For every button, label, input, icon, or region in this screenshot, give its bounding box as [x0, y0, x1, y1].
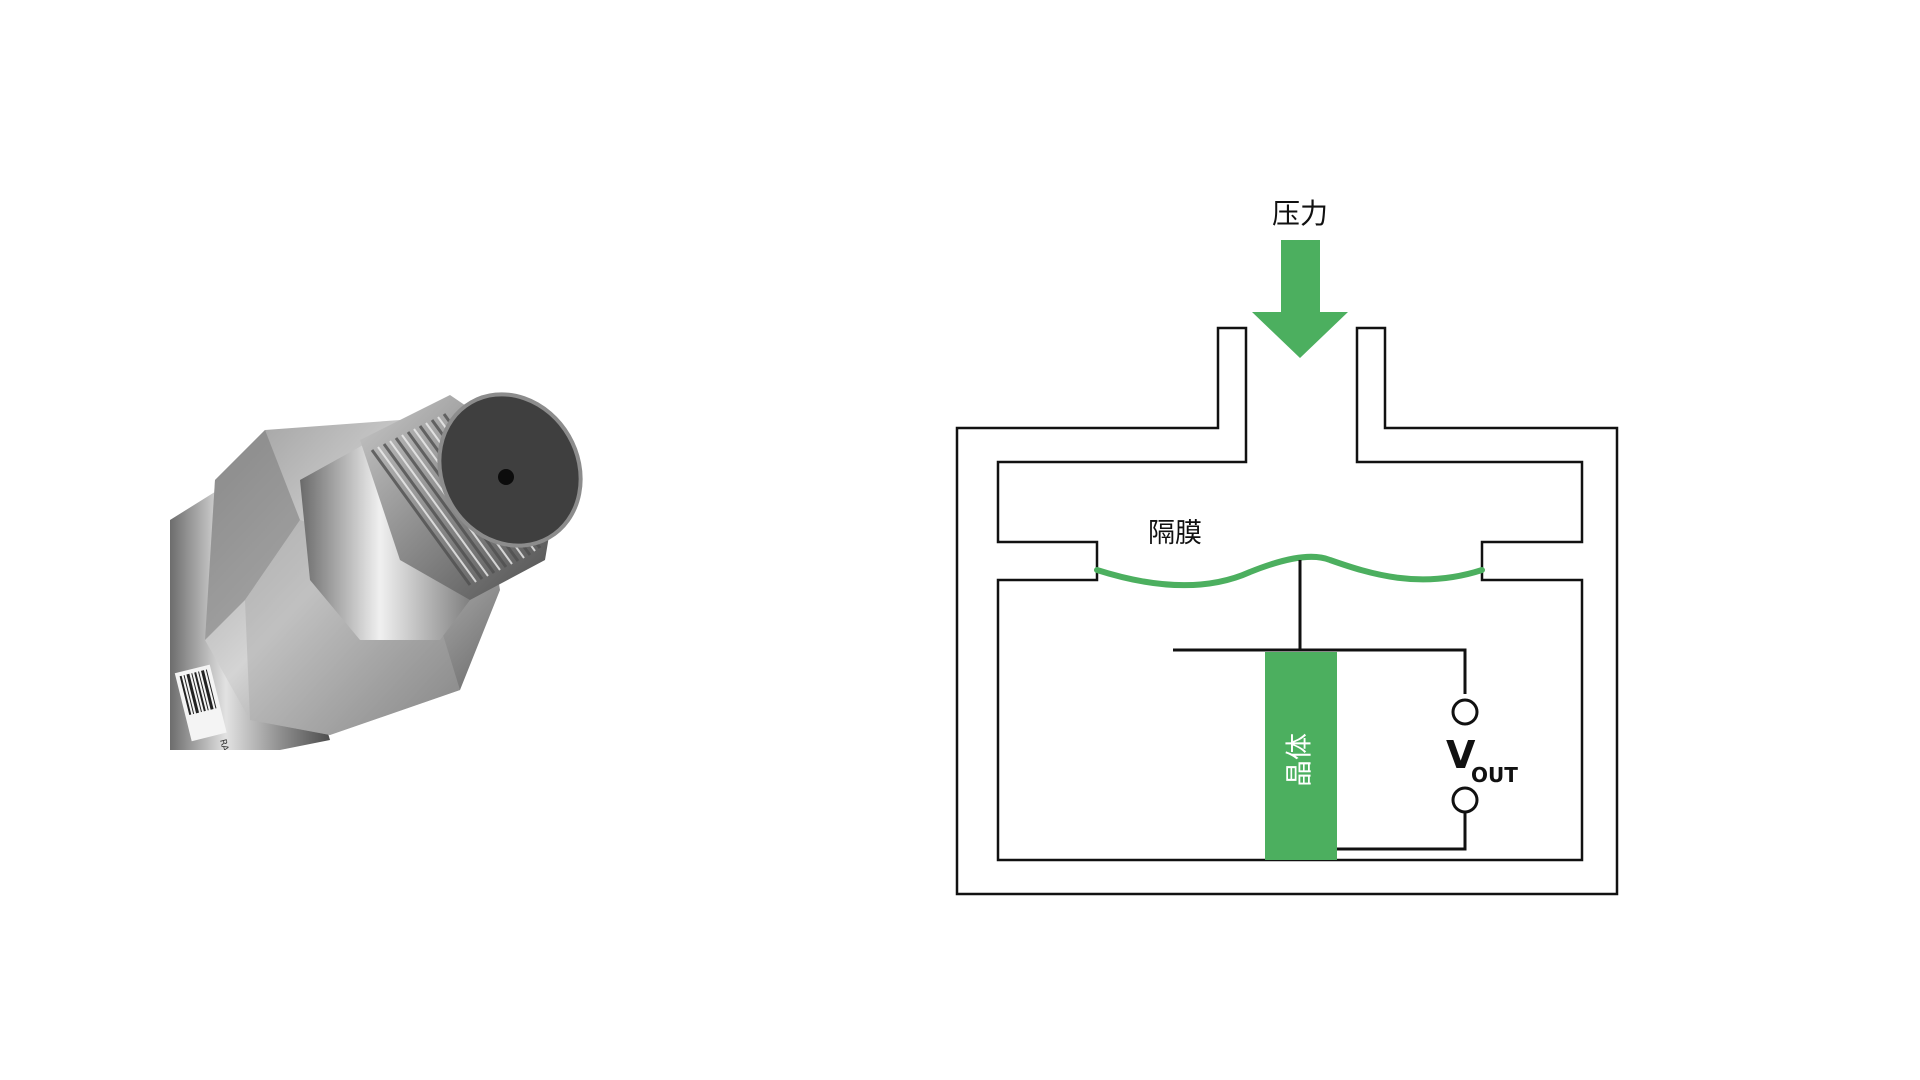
- vout-main: V: [1446, 733, 1476, 777]
- sensor-port-hole: [498, 469, 514, 485]
- vout-terminal-top: [1451, 698, 1479, 726]
- crystal-label: 晶体: [1285, 733, 1316, 787]
- vout-terminal-bottom: [1451, 786, 1479, 814]
- pressure-label: 压力: [1272, 197, 1328, 230]
- photo-label-text: RANG: [217, 738, 233, 765]
- vout-subscript: OUT: [1471, 763, 1518, 787]
- pressure-arrow: [1252, 240, 1348, 358]
- barcode-label: RANG: [174, 664, 233, 765]
- diaphragm-label: 隔膜: [1148, 518, 1202, 549]
- sensor-housing: [955, 326, 1619, 896]
- diaphragm: [1094, 553, 1485, 589]
- vout-label: VOUT: [1446, 733, 1518, 787]
- top-electrode-wire: [1173, 648, 1467, 694]
- sensor-port-face: [437, 392, 583, 548]
- bottom-electrode-wire: [1337, 812, 1467, 851]
- crystal: [1265, 652, 1337, 860]
